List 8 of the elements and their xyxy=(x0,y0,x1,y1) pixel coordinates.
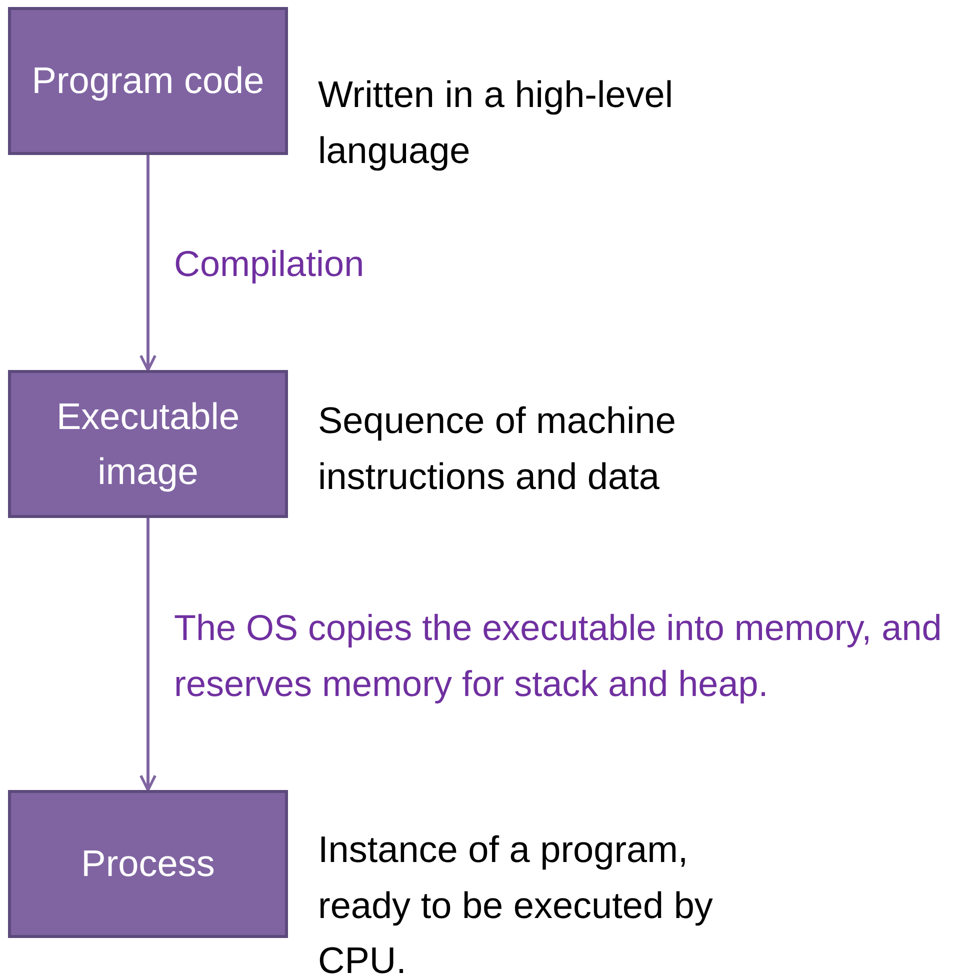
description-text: Written in a high-level language xyxy=(318,73,674,173)
arrow xyxy=(139,155,157,372)
process-box: Executable image xyxy=(8,370,288,518)
description-text: Sequence of machine instructions and data xyxy=(318,399,677,498)
description-text: Instance of a program, ready to be executed by CPU. xyxy=(318,828,714,977)
process-box: Program code xyxy=(8,7,288,155)
process-box: Process xyxy=(8,790,288,938)
arrow xyxy=(139,518,157,792)
